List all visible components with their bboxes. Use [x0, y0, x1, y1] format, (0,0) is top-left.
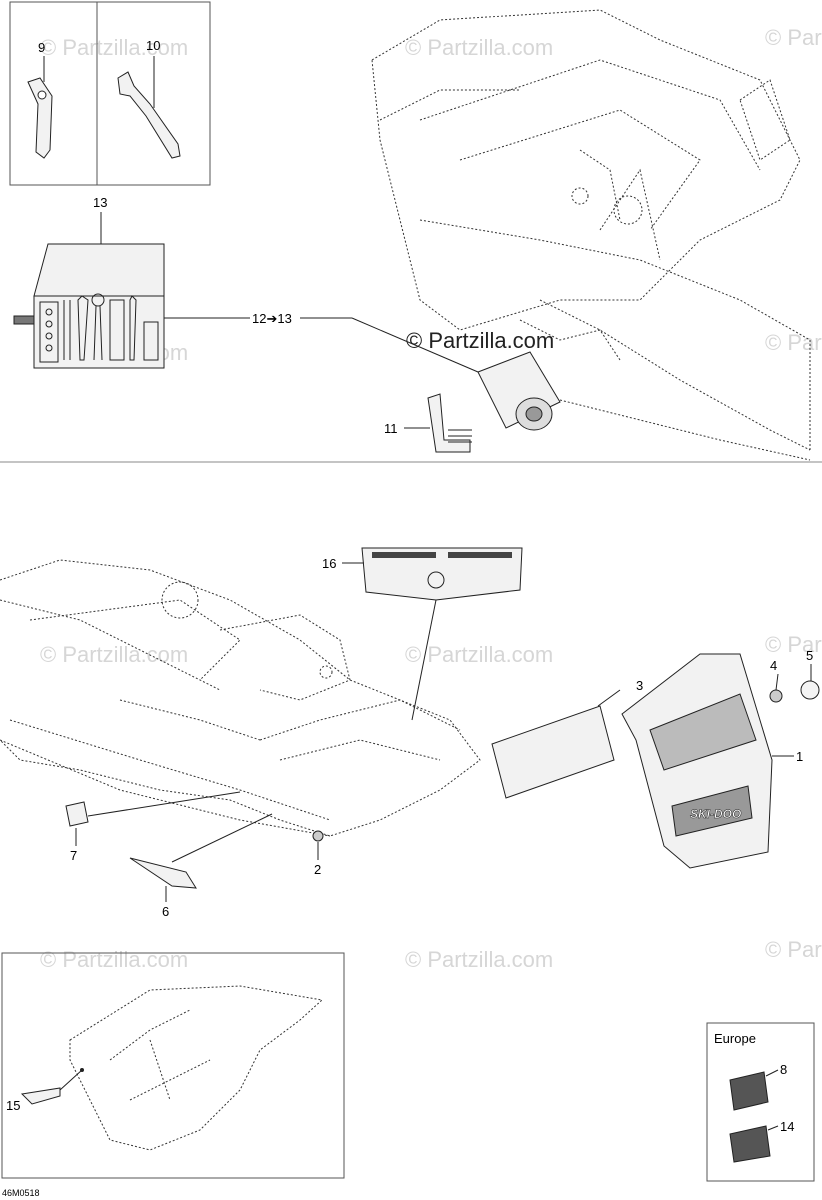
callout-10: 10 — [146, 38, 160, 53]
hook-tool-hole — [37, 90, 47, 100]
callout-2: 2 — [314, 862, 321, 877]
warning-label-header — [372, 552, 436, 558]
tool-kit-strap — [13, 315, 35, 325]
callout-3: 3 — [636, 678, 643, 693]
chassis-frame — [371, 9, 811, 461]
callout-9: 9 — [38, 40, 45, 55]
watermark: © Partzilla.com — [765, 330, 822, 355]
warning-label: 16 — [322, 547, 523, 721]
wrench-part — [117, 71, 181, 159]
deflector: 6 — [129, 813, 273, 919]
deflector-part — [129, 857, 197, 889]
watermark: © Partzilla.com — [405, 642, 553, 667]
diagram-code: 46M0518 — [2, 1188, 40, 1198]
reflector-side-part — [65, 801, 89, 827]
reflector-europe-part — [729, 1125, 771, 1163]
watermark: © Partzilla.com — [406, 328, 554, 353]
tools-panel-border — [9, 1, 211, 186]
callout-15: 15 — [6, 1098, 20, 1113]
tool-bag: 11 — [384, 351, 561, 453]
leader-line — [765, 1069, 779, 1077]
watermark: © Partzilla.com — [765, 937, 822, 962]
tools-panel: 9 10 — [9, 1, 211, 186]
leader-line — [351, 317, 479, 373]
watermark: © Partzilla.com — [405, 35, 553, 60]
cap-part — [800, 680, 820, 700]
europe-panel-border — [706, 1022, 815, 1182]
leader-line — [171, 813, 273, 863]
tool-bag-bracket-clips — [448, 429, 472, 443]
belly-pan-deflector — [20, 1087, 61, 1105]
reflector-side: 7 — [65, 791, 241, 863]
watermark: © Partzilla.com — [765, 25, 822, 50]
callout-14: 14 — [780, 1119, 794, 1134]
warning-label-symbol — [427, 571, 445, 589]
fasteners: 4 5 — [769, 648, 820, 703]
callout-6: 6 — [162, 904, 169, 919]
callout-7: 7 — [70, 848, 77, 863]
washer-part — [769, 689, 783, 703]
nut: 2 — [312, 830, 324, 877]
snowflap-recess — [649, 693, 757, 771]
tool-bag-bracket — [427, 393, 471, 453]
callout-16: 16 — [322, 556, 336, 571]
belly-pan-detail — [109, 1009, 211, 1101]
hook-tool-part — [27, 77, 53, 159]
watermark: © Partzilla.com — [40, 947, 188, 972]
reflector-europe-part — [729, 1071, 769, 1111]
watermark: © Partzilla.com — [405, 947, 553, 972]
tool-kit-contents — [39, 293, 159, 363]
nut-part — [312, 830, 324, 842]
leader-line — [775, 673, 779, 691]
leader-dot — [80, 1068, 84, 1072]
callout-1: 1 — [796, 749, 803, 764]
callout-12-13: 12➔13 — [252, 311, 292, 326]
snowflap-logo-art: SKI-DOO — [690, 807, 742, 821]
snowflap-body — [621, 653, 773, 869]
watermark: © Partzilla.com — [40, 35, 188, 60]
leader-line — [767, 1125, 779, 1131]
warning-label-header — [448, 552, 512, 558]
callout-13: 13 — [93, 195, 107, 210]
belly-pan-panel-border — [1, 952, 345, 1179]
watermark: © Partzilla.com — [765, 632, 822, 657]
leader-line — [411, 599, 437, 721]
europe-panel: Europe 8 14 — [706, 1022, 815, 1182]
tool-kit: 13 12➔13 — [13, 195, 479, 373]
snowflap-logo-plate — [671, 785, 753, 837]
watermark: © Partzilla.com — [40, 642, 188, 667]
mounting-plate: 3 — [491, 678, 643, 799]
tool-kit-case — [33, 295, 165, 369]
callout-8: 8 — [780, 1062, 787, 1077]
callout-4: 4 — [770, 658, 777, 673]
mounting-plate-body — [491, 705, 615, 799]
belly-pan-part — [69, 985, 324, 1151]
callout-11: 11 — [384, 421, 398, 436]
tool-kit-lid — [33, 243, 165, 297]
tool-bag-cap — [525, 406, 543, 422]
belly-pan-panel: 15 — [1, 952, 345, 1179]
leader-line — [59, 1069, 83, 1091]
tunnel-frame — [0, 559, 481, 837]
callout-5: 5 — [806, 648, 813, 663]
europe-panel-title: Europe — [714, 1031, 756, 1046]
leader-line — [87, 791, 241, 817]
leader-line — [597, 689, 621, 707]
snowflap: SKI-DOO 1 — [621, 653, 803, 869]
